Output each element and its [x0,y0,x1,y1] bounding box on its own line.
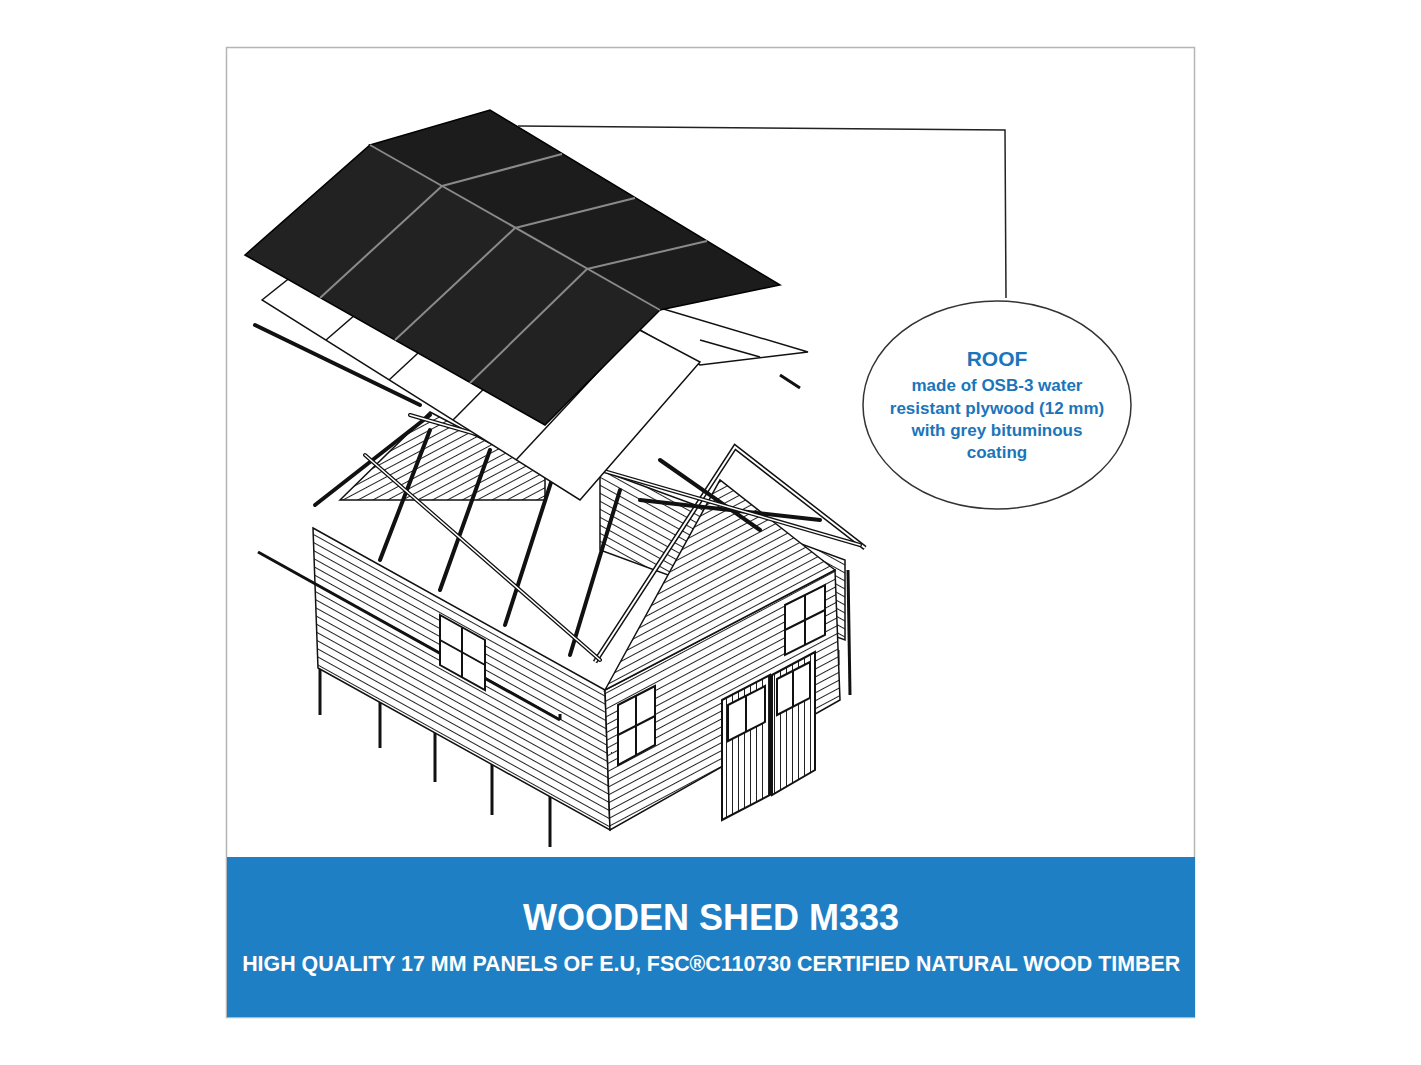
leader-line [518,126,1006,298]
callout-heading: ROOF [967,346,1028,371]
band-title: WOODEN SHED M333 [523,896,899,939]
beam [258,552,560,720]
callout-outline [863,301,1131,509]
callout-body: made of OSB-3 water resistant plywood (1… [879,375,1115,463]
side-wall [313,528,610,830]
callout-ellipse: ROOF made of OSB-3 water resistant plywoo… [862,300,1132,510]
band-subtitle: HIGH QUALITY 17 MM PANELS OF E.U, FSC®C1… [242,951,1180,977]
frame [227,48,1195,1018]
front-gable [605,480,835,690]
roof-panels [245,110,780,425]
doors [722,652,815,820]
title-band: WOODEN SHED M333HIGH QUALITY 17 MM PANEL… [227,857,1195,1017]
